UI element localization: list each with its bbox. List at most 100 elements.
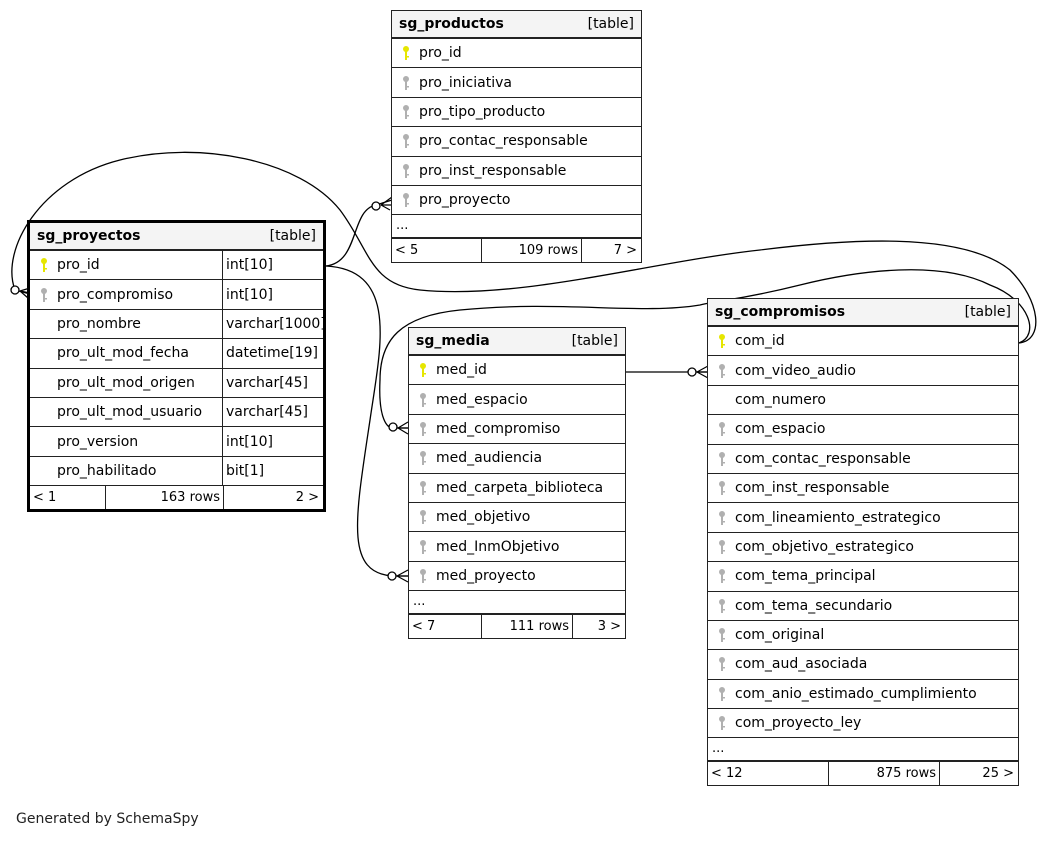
column-row[interactable]: com_anio_estimado_cumplimiento bbox=[708, 680, 1018, 710]
column-row[interactable]: pro_id bbox=[392, 39, 641, 69]
table-name[interactable]: sg_proyectos bbox=[37, 228, 141, 244]
table-name[interactable]: sg_compromisos bbox=[715, 304, 846, 320]
column-name[interactable]: pro_id bbox=[419, 45, 462, 62]
column-row[interactable]: com_tema_secundario bbox=[708, 592, 1018, 621]
column-row[interactable]: com_original bbox=[708, 621, 1018, 651]
column-name[interactable]: pro_contac_responsable bbox=[419, 133, 588, 150]
child-count[interactable]: 25 > bbox=[982, 766, 1014, 782]
table-header[interactable]: sg_proyectos [table] bbox=[30, 223, 323, 251]
table-name[interactable]: sg_productos bbox=[399, 16, 504, 32]
column-row[interactable]: med_InmObjetivo bbox=[409, 532, 625, 562]
column-name[interactable]: pro_version bbox=[57, 433, 139, 450]
column-name[interactable]: pro_id bbox=[57, 257, 100, 274]
column-name[interactable]: pro_nombre bbox=[57, 315, 141, 332]
column-row[interactable]: pro_iniciativa bbox=[392, 68, 641, 98]
parent-count[interactable]: < 1 bbox=[30, 486, 106, 510]
more-columns[interactable]: ... bbox=[409, 591, 625, 616]
column-row[interactable]: med_carpeta_biblioteca bbox=[409, 474, 625, 503]
column-row[interactable]: com_aud_asociada bbox=[708, 650, 1018, 680]
column-row[interactable]: com_tema_principal bbox=[708, 562, 1018, 592]
column-row[interactable]: med_audiencia bbox=[409, 444, 625, 474]
table-header[interactable]: sg_compromisos [table] bbox=[708, 299, 1018, 327]
column-row[interactable]: med_objetivo bbox=[409, 503, 625, 533]
parent-count[interactable]: < 12 bbox=[708, 762, 829, 786]
table-name[interactable]: sg_media bbox=[416, 333, 490, 349]
column-name[interactable]: pro_iniciativa bbox=[419, 74, 512, 91]
column-name[interactable]: pro_tipo_producto bbox=[419, 103, 546, 120]
column-row[interactable]: com_espacio bbox=[708, 415, 1018, 445]
column-name[interactable]: com_objetivo_estrategico bbox=[735, 538, 914, 555]
column-name[interactable]: com_espacio bbox=[735, 421, 826, 438]
more-columns[interactable]: ... bbox=[392, 215, 641, 240]
table-kind: [table] bbox=[964, 304, 1011, 320]
column-row[interactable]: med_espacio bbox=[409, 385, 625, 415]
column-name[interactable]: pro_compromiso bbox=[57, 286, 174, 303]
column-name[interactable]: med_InmObjetivo bbox=[436, 538, 560, 555]
column-name[interactable]: med_espacio bbox=[436, 391, 528, 408]
column-name[interactable]: med_id bbox=[436, 362, 487, 379]
column-name[interactable]: com_id bbox=[735, 333, 785, 350]
column-name[interactable]: pro_ult_mod_fecha bbox=[57, 345, 189, 362]
column-row[interactable]: com_video_audio bbox=[708, 356, 1018, 386]
column-row[interactable]: com_inst_responsable bbox=[708, 474, 1018, 504]
column-name[interactable]: com_aud_asociada bbox=[735, 656, 868, 673]
parent-count[interactable]: < 7 bbox=[409, 615, 482, 639]
column-row[interactable]: com_lineamiento_estrategico bbox=[708, 503, 1018, 533]
column-row[interactable]: pro_inst_responsable bbox=[392, 157, 641, 186]
child-count[interactable]: 3 > bbox=[597, 619, 621, 635]
column-row[interactable]: med_proyecto bbox=[409, 562, 625, 592]
generated-by-footer: Generated by SchemaSpy bbox=[16, 811, 199, 827]
column-name[interactable]: med_carpeta_biblioteca bbox=[436, 479, 604, 496]
column-name[interactable]: com_proyecto_ley bbox=[735, 715, 862, 732]
column-name[interactable]: pro_inst_responsable bbox=[419, 162, 567, 179]
column-row[interactable]: pro_proyecto bbox=[392, 186, 641, 216]
column-name[interactable]: com_tema_secundario bbox=[735, 597, 893, 614]
column-row[interactable]: pro_tipo_producto bbox=[392, 98, 641, 128]
column-row[interactable]: com_contac_responsable bbox=[708, 445, 1018, 474]
column-name[interactable]: com_numero bbox=[735, 391, 826, 408]
column-name[interactable]: com_lineamiento_estrategico bbox=[735, 509, 941, 526]
column-row[interactable]: med_compromiso bbox=[409, 415, 625, 445]
table-sg-media[interactable]: sg_media [table] med_id med_espacio med_co… bbox=[408, 327, 626, 640]
column-row[interactable]: com_id bbox=[708, 327, 1018, 357]
parent-count[interactable]: < 5 bbox=[392, 239, 482, 263]
column-row[interactable]: com_proyecto_ley bbox=[708, 709, 1018, 739]
column-name[interactable]: com_tema_principal bbox=[735, 568, 876, 585]
table-kind: [table] bbox=[269, 228, 316, 244]
table-header[interactable]: sg_media [table] bbox=[409, 328, 625, 356]
child-count[interactable]: 7 > bbox=[613, 243, 637, 259]
column-row[interactable]: med_id bbox=[409, 356, 625, 386]
column-name[interactable]: pro_ult_mod_usuario bbox=[57, 404, 203, 421]
column-row[interactable]: pro_contac_responsable bbox=[392, 127, 641, 157]
child-count[interactable]: 2 > bbox=[295, 490, 319, 506]
column-name[interactable]: med_compromiso bbox=[436, 420, 561, 437]
column-name[interactable]: pro_habilitado bbox=[57, 462, 157, 479]
column-name[interactable]: med_audiencia bbox=[436, 450, 543, 467]
column-name[interactable]: pro_ult_mod_origen bbox=[57, 374, 195, 391]
column-row[interactable]: com_objetivo_estrategico bbox=[708, 533, 1018, 563]
table-sg-productos[interactable]: sg_productos [table] pro_id pro_iniciativ… bbox=[391, 10, 642, 264]
column-name[interactable]: com_anio_estimado_cumplimiento bbox=[735, 685, 977, 702]
column-name[interactable]: med_objetivo bbox=[436, 509, 531, 526]
column-name[interactable]: com_contac_responsable bbox=[735, 450, 911, 467]
column-name[interactable]: com_original bbox=[735, 627, 825, 644]
table-header[interactable]: sg_productos [table] bbox=[392, 11, 641, 39]
column-name[interactable]: pro_proyecto bbox=[419, 192, 511, 209]
column-row[interactable]: com_numero bbox=[708, 386, 1018, 416]
more-columns[interactable]: ... bbox=[708, 738, 1018, 763]
foreign-key-icon bbox=[416, 508, 430, 526]
column-name[interactable]: med_proyecto bbox=[436, 567, 536, 584]
column-name[interactable]: com_video_audio bbox=[735, 362, 856, 379]
column-name[interactable]: com_inst_responsable bbox=[735, 480, 890, 497]
table-sg-compromisos[interactable]: sg_compromisos [table] com_id com_video_a… bbox=[707, 298, 1019, 787]
